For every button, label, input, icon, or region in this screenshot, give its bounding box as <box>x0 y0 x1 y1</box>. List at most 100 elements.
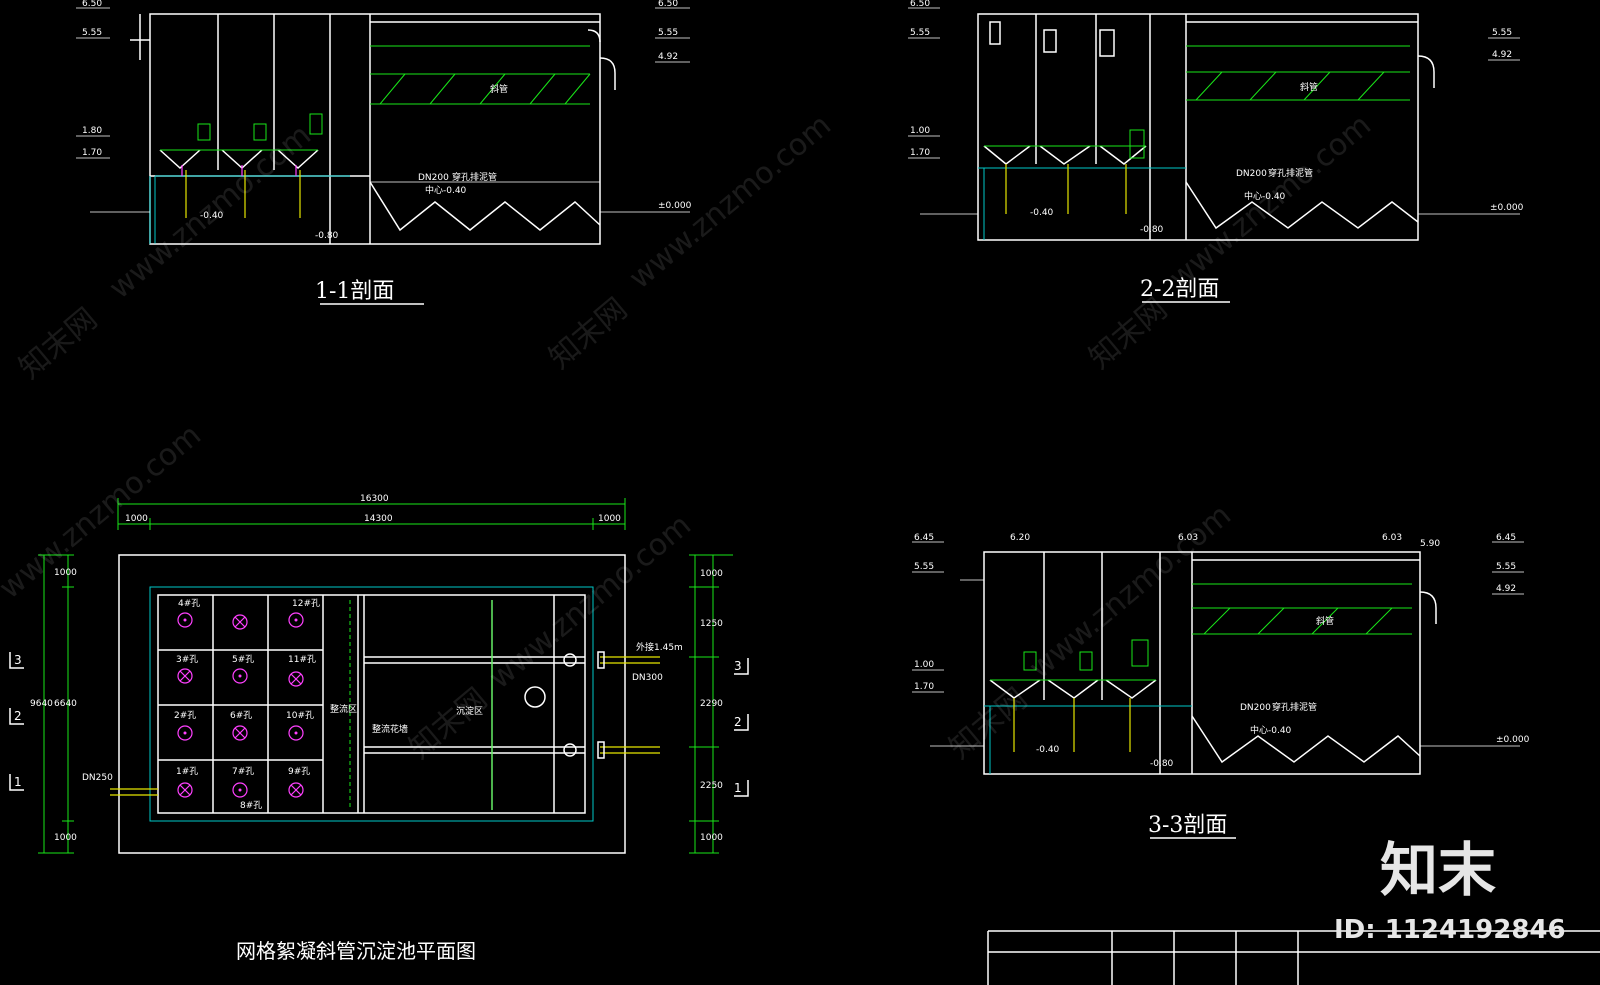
elev-1-70-s3: 1.70 <box>914 682 934 692</box>
brand-logo: 知末 <box>1380 836 1496 904</box>
elev-m0-80: -0.80 <box>315 231 339 241</box>
cell-label-8: 8#孔 <box>240 800 262 811</box>
title-block <box>987 930 1600 985</box>
section-1-1-title: 1-1剖面 <box>315 279 394 304</box>
elev-1-70: 1.70 <box>82 148 102 158</box>
elev-5-55-s2: 5.55 <box>910 28 930 38</box>
label-incline-s2: 斜管 <box>1300 81 1318 93</box>
zone-note: 整流花墙 <box>372 723 408 735</box>
section-2-2-title: 2-2剖面 <box>1140 277 1219 302</box>
cell-label-6: 6#孔 <box>230 710 252 721</box>
cell-label-11: 11#孔 <box>288 654 316 665</box>
elev-5-55-right: 5.55 <box>658 28 678 38</box>
marker-left-3: 3 <box>14 653 22 667</box>
elev-4-92-s2: 4.92 <box>1492 50 1512 60</box>
floc-grid <box>158 595 324 813</box>
label-dn200-s2: DN200 <box>1236 169 1267 179</box>
dim-left-0: 1000 <box>54 568 77 578</box>
elev-6-03-s3b: 6.03 <box>1382 533 1402 543</box>
dim-left-1: 6640 <box>54 699 77 709</box>
cell-label-12: 12#孔 <box>292 598 320 609</box>
elev-4-92-s3: 4.92 <box>1496 584 1516 594</box>
watermark-cn-5: 知末网 <box>943 681 1034 766</box>
section-3-3-title: 3-3剖面 <box>1148 813 1227 838</box>
elev-6-45-s3: 6.45 <box>914 533 934 543</box>
section-3-3: 6.45 5.55 1.00 1.70 6.20 6.03 6.03 5.90 … <box>912 533 1530 839</box>
elev-m0-40-s2: -0.40 <box>1030 208 1054 218</box>
dim-right-2: 2290 <box>700 699 723 709</box>
dim-edge-left: 1000 <box>125 514 148 524</box>
label-dn200: DN200 <box>418 173 449 183</box>
watermark-site-2: www.znzmo.com <box>623 108 838 297</box>
dim-right-3: 2250 <box>700 781 723 791</box>
dim-left-2: 1000 <box>54 833 77 843</box>
marker-right-3: 3 <box>734 659 742 673</box>
elev-1-00-s3: 1.00 <box>914 660 934 670</box>
elev-5-90-s3: 5.90 <box>1420 539 1440 549</box>
watermark-site-3: www.znzmo.com <box>1163 108 1378 297</box>
marker-right-2: 2 <box>734 715 742 729</box>
cell-label-3: 3#孔 <box>176 654 198 665</box>
cell-label-5: 5#孔 <box>232 654 254 665</box>
elev-ground-s2: ±0.000 <box>1490 203 1524 213</box>
dim-inner-width: 14300 <box>364 514 393 524</box>
elev-1-70-s2: 1.70 <box>910 148 930 158</box>
watermark-site-5: www.znzmo.com <box>1023 498 1238 687</box>
elev-6-20-s3: 6.20 <box>1010 533 1030 543</box>
watermark-site-4: www.znzmo.com <box>483 508 698 697</box>
elev-m0-80-s3: -0.80 <box>1150 759 1174 769</box>
zone-settle: 沉淀区 <box>456 705 483 717</box>
dim-right-4: 1000 <box>700 833 723 843</box>
elev-6-50: 6.50 <box>82 0 102 9</box>
elev-6-50-s2: 6.50 <box>910 0 930 9</box>
dim-left-total: 9640 <box>30 699 53 709</box>
watermark-cn-1: 知末网 <box>13 301 104 386</box>
marker-left-2: 2 <box>14 709 22 723</box>
cell-label-7: 7#孔 <box>232 766 254 777</box>
label-sludge-s3: 穿孔排泥管 <box>1272 701 1317 713</box>
brand-id: ID: 1124192846 <box>1334 915 1566 945</box>
dim-total-width: 16300 <box>360 494 389 504</box>
label-sludge-pipe: 穿孔排泥管 <box>452 171 497 183</box>
section-2-2: 6.50 5.55 1.00 1.70 5.55 4.92 ±0.000 -0.… <box>908 0 1524 303</box>
watermark-site-6: www.znzmo.com <box>0 418 208 607</box>
label-incline-s3: 斜管 <box>1316 615 1334 627</box>
cell-label-9: 9#孔 <box>288 766 310 777</box>
dim-edge-right: 1000 <box>598 514 621 524</box>
section-markers: 3 2 1 3 2 1 <box>9 652 749 797</box>
cell-label-2: 2#孔 <box>174 710 196 721</box>
elev-5-55-s3: 5.55 <box>914 562 934 572</box>
elev-1-00-s2: 1.00 <box>910 126 930 136</box>
inlet-pipe: DN250 <box>82 773 113 783</box>
elev-5-55-s3r: 5.55 <box>1496 562 1516 572</box>
elev-1-80: 1.80 <box>82 126 102 136</box>
watermark-cn-3: 知末网 <box>1083 291 1174 376</box>
label-incline: 斜管 <box>490 83 508 95</box>
zone-rectify: 整流区 <box>330 703 357 715</box>
elev-6-03-s3: 6.03 <box>1178 533 1198 543</box>
outlet-pipe: DN300 <box>632 673 663 683</box>
elev-6-45-s3r: 6.45 <box>1496 533 1516 543</box>
elev-5-55-s2r: 5.55 <box>1492 28 1512 38</box>
elev-m0-80-s2: -0.80 <box>1140 225 1164 235</box>
elev-ground: ±0.000 <box>658 201 692 211</box>
cell-label-4: 4#孔 <box>178 598 200 609</box>
elev-4-92: 4.92 <box>658 52 678 62</box>
elev-m0-40: -0.40 <box>200 211 224 221</box>
watermark-cn-2: 知末网 <box>543 291 634 376</box>
marker-left-1: 1 <box>14 775 22 789</box>
dim-right-0: 1000 <box>700 569 723 579</box>
label-sludge-s2: 穿孔排泥管 <box>1268 167 1313 179</box>
elev-ground-s3: ±0.000 <box>1496 735 1530 745</box>
elev-6-50-right: 6.50 <box>658 0 678 9</box>
cell-label-1: 1#孔 <box>176 766 198 777</box>
plan-title: 网格絮凝斜管沉淀池平面图 <box>236 939 476 963</box>
label-center-s2: 中心-0.40 <box>1244 190 1286 202</box>
section-1-1: 6.50 5.55 1.80 1.70 6.50 5.55 4.92 ±0.00… <box>76 0 692 305</box>
dim-right-1: 1250 <box>700 619 723 629</box>
plan-view: 16300 14300 1000 1000 <box>9 494 749 963</box>
cell-label-10: 10#孔 <box>286 710 314 721</box>
outlet-note: 外接1.45m <box>636 641 683 653</box>
elev-5-55: 5.55 <box>82 28 102 38</box>
